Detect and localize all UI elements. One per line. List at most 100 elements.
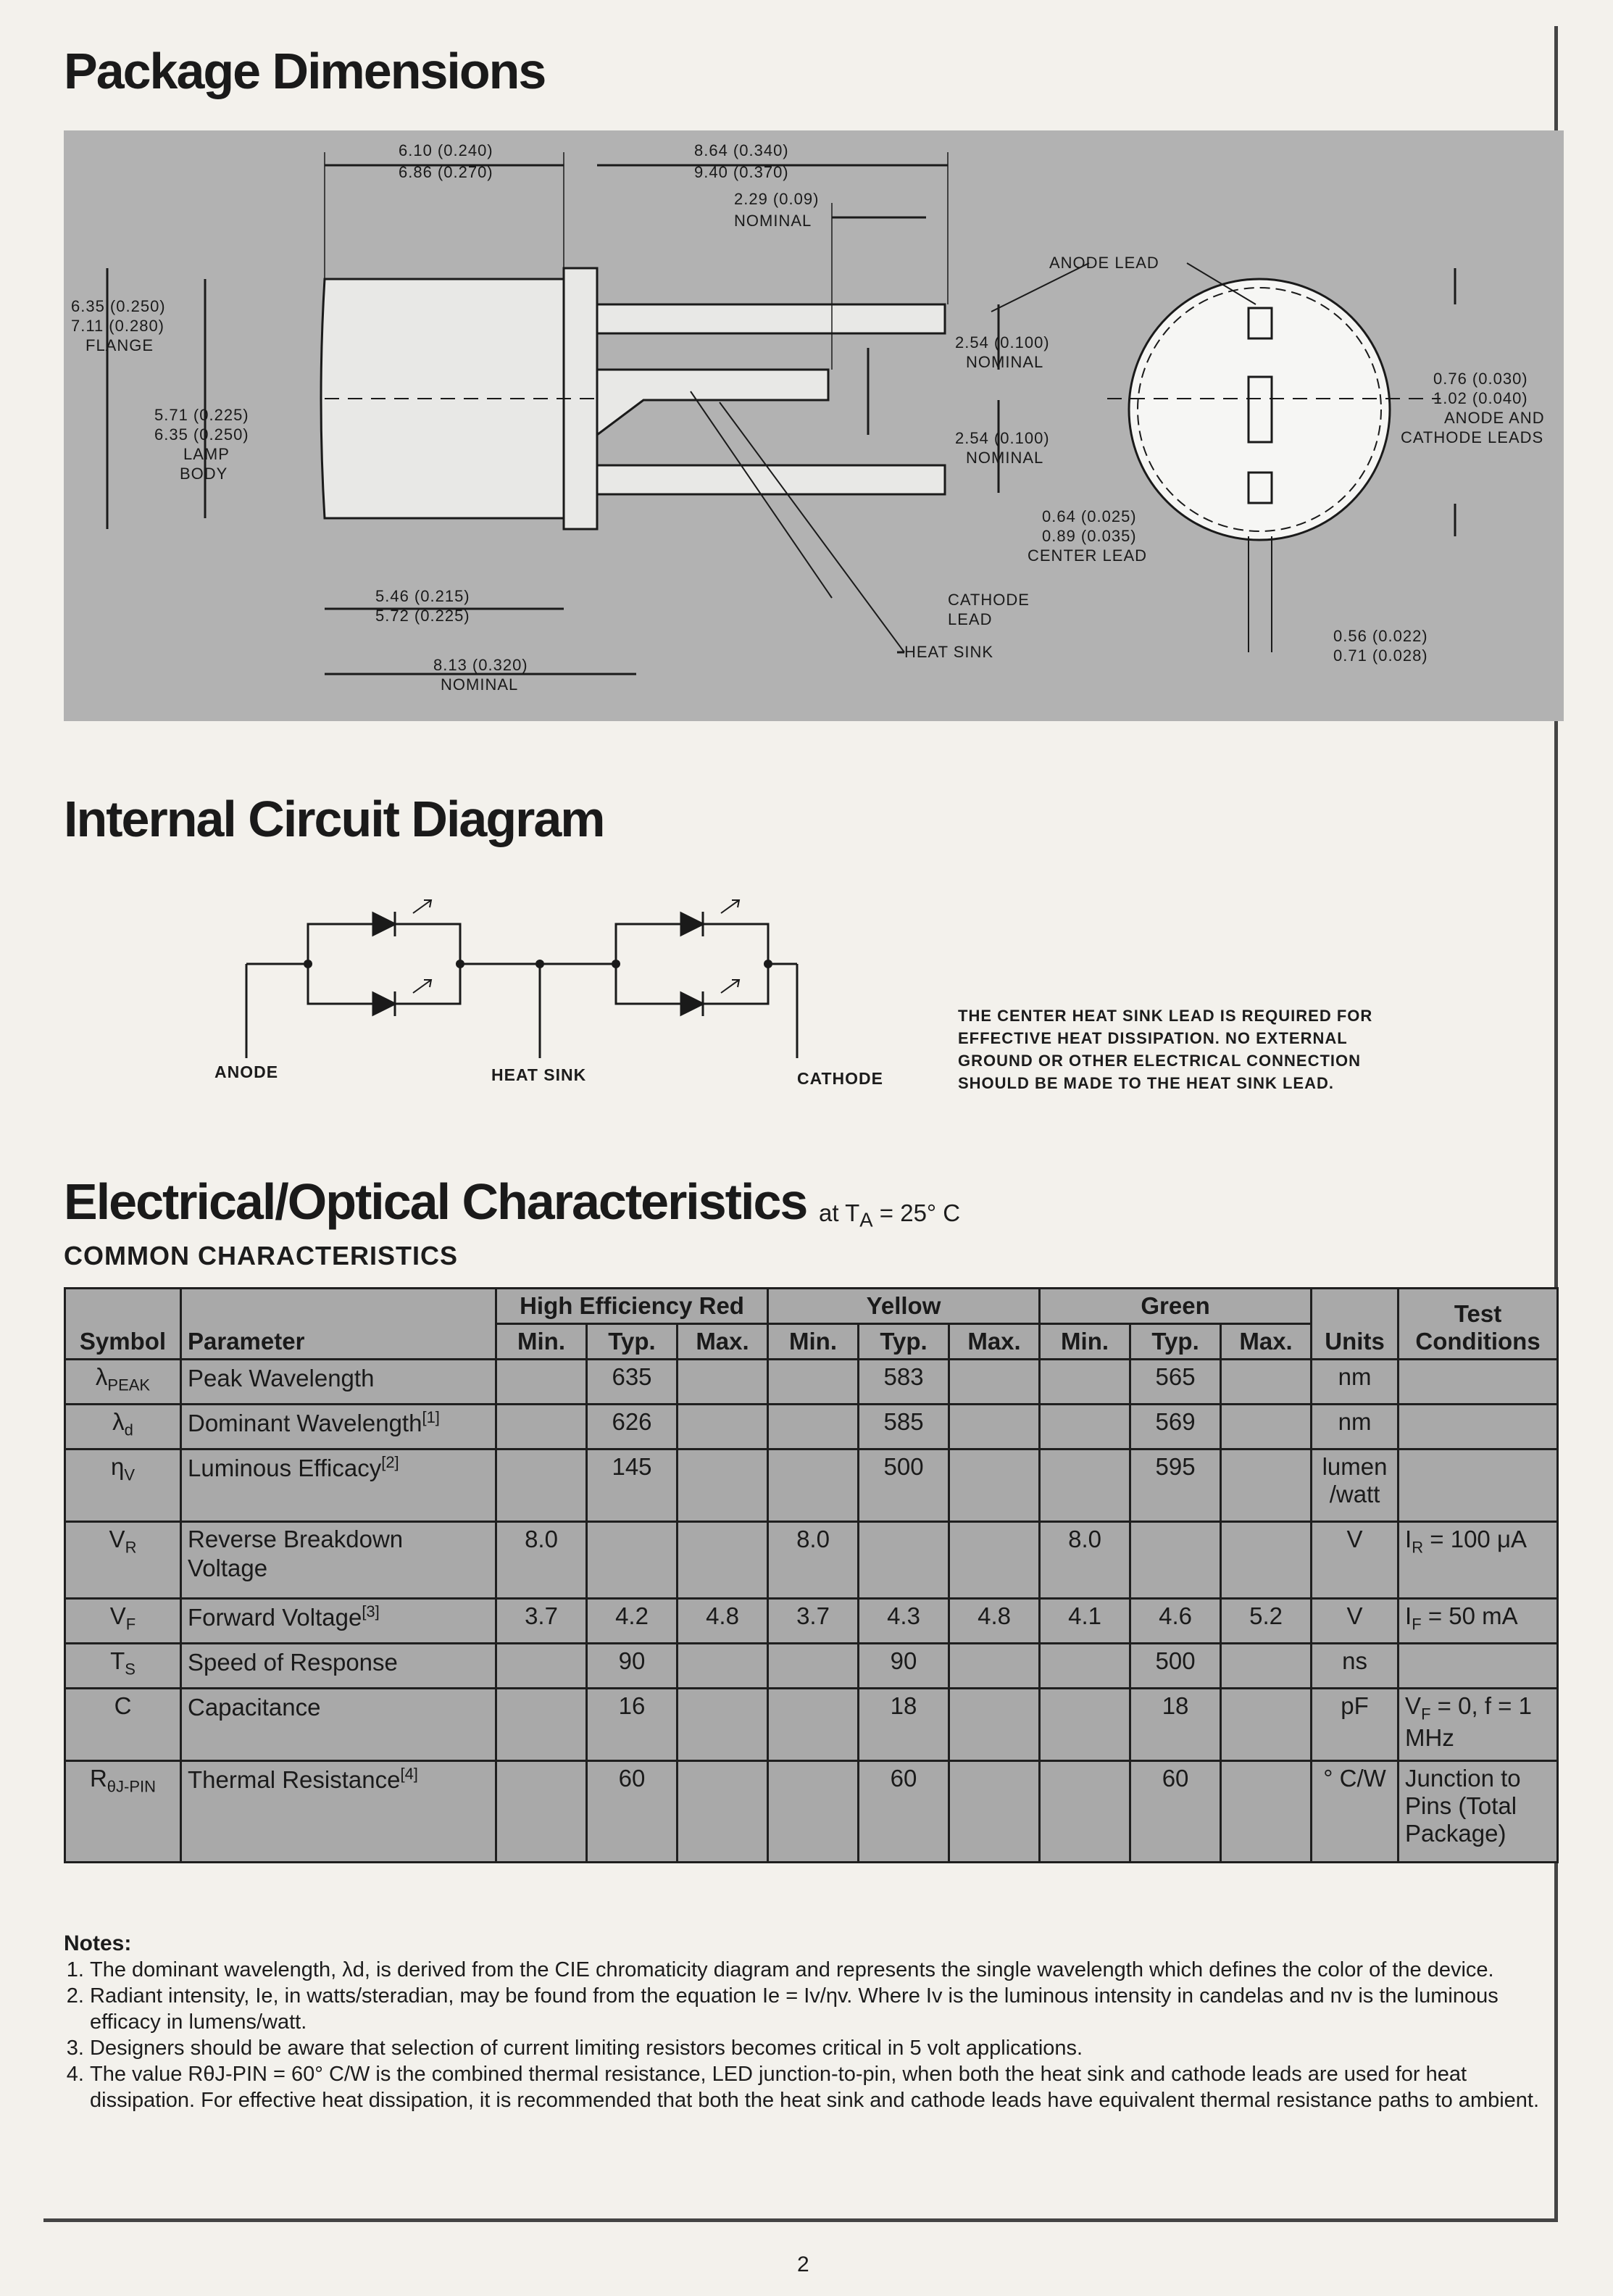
cathode-label: CATHODE <box>797 1069 884 1088</box>
header-min: Min. <box>1038 1323 1132 1360</box>
test-subscript: F <box>1421 1705 1431 1723</box>
dim-label: 5.71 (0.225) <box>154 406 249 424</box>
value-cell: 500 <box>1129 1642 1222 1689</box>
header-max: Max. <box>1220 1323 1313 1360</box>
test-rest: = 50 mA <box>1421 1602 1518 1629</box>
ta-sub: A <box>859 1208 873 1231</box>
dim-label: 2.54 (0.100) <box>955 429 1050 447</box>
symbol-cell: RθJ-PIN <box>64 1760 182 1863</box>
parameter-cell: Peak Wavelength <box>180 1358 497 1405</box>
header-parameter: Parameter <box>180 1287 497 1360</box>
test-text: I <box>1405 1602 1412 1629</box>
value-cell <box>675 1358 770 1405</box>
value-cell: 4.2 <box>585 1597 678 1644</box>
parameter-note-ref: [3] <box>362 1602 380 1621</box>
dim-label: 5.72 (0.225) <box>375 607 470 625</box>
dim-label: 2.54 (0.100) <box>955 333 1050 352</box>
header-units: Units <box>1310 1287 1400 1360</box>
test-condition-cell <box>1397 1358 1559 1405</box>
test-condition-cell: IR = 100 μA <box>1397 1521 1559 1600</box>
value-cell <box>495 1448 588 1523</box>
test-subscript: R <box>1412 1538 1424 1557</box>
value-cell <box>948 1642 1041 1689</box>
header-red: High Efficiency Red <box>494 1287 770 1325</box>
symbol-cell: VF <box>64 1597 182 1644</box>
note-2: Radiant intensity, Ie, in watts/steradia… <box>90 1983 1556 2035</box>
value-cell <box>948 1687 1041 1762</box>
value-cell <box>767 1358 860 1405</box>
header-max: Max. <box>948 1323 1041 1360</box>
test-text: I <box>1405 1526 1412 1552</box>
value-cell <box>675 1521 770 1600</box>
value-cell <box>767 1403 860 1450</box>
package-dimensions-title: Package Dimensions <box>64 43 546 99</box>
note-3: Designers should be aware that selection… <box>90 2035 1556 2061</box>
value-cell <box>1220 1448 1313 1523</box>
note-4: The value RθJ-PIN = 60° C/W is the combi… <box>90 2061 1556 2113</box>
test-condition-cell <box>1397 1642 1559 1689</box>
internal-circuit-diagram <box>181 891 833 1109</box>
value-cell <box>948 1358 1041 1405</box>
parameter-text: Capacitance <box>188 1694 321 1721</box>
parameter-text: Forward Voltage <box>188 1604 362 1631</box>
note-1: The dominant wavelength, λd, is derived … <box>90 1957 1556 1983</box>
value-cell <box>857 1521 951 1600</box>
value-cell: 4.6 <box>1129 1597 1222 1644</box>
notes-section: Notes: The dominant wavelength, λd, is d… <box>64 1931 1556 2113</box>
dim-label: NOMINAL <box>966 353 1043 371</box>
value-cell: 4.1 <box>1038 1597 1132 1644</box>
parameter-text: Peak Wavelength <box>188 1365 375 1392</box>
ta-suffix: = 25° C <box>872 1199 961 1226</box>
value-cell <box>1038 1760 1132 1863</box>
value-cell: 16 <box>585 1687 678 1762</box>
symbol-text: V <box>109 1526 125 1552</box>
parameter-cell: Luminous Efficacy[2] <box>180 1448 497 1523</box>
value-cell: 90 <box>585 1642 678 1689</box>
value-cell: 18 <box>1129 1687 1222 1762</box>
parameter-text: Thermal Resistance <box>188 1766 401 1793</box>
value-cell: 4.8 <box>948 1597 1041 1644</box>
symbol-cell: VR <box>64 1521 182 1600</box>
value-cell: 60 <box>585 1760 678 1863</box>
dim-label: BODY <box>180 465 228 483</box>
dim-label: CATHODE <box>948 591 1030 609</box>
symbol-cell: TS <box>64 1642 182 1689</box>
parameter-note-ref: [2] <box>381 1453 399 1471</box>
parameter-text: Reverse Breakdown Voltage <box>188 1526 404 1581</box>
dim-label: NOMINAL <box>734 212 812 230</box>
value-cell: 500 <box>857 1448 951 1523</box>
value-cell <box>675 1403 770 1450</box>
test-condition-cell: VF = 0, f = 1 MHz <box>1397 1687 1559 1762</box>
symbol-cell: ηV <box>64 1448 182 1523</box>
dim-label: 7.11 (0.280) <box>71 317 164 335</box>
value-cell <box>495 1642 588 1689</box>
symbol-text: R <box>89 1765 107 1792</box>
value-cell <box>1129 1521 1222 1600</box>
heat-sink-label: HEAT SINK <box>491 1065 587 1084</box>
units-cell: pF <box>1310 1687 1400 1762</box>
value-cell <box>675 1448 770 1523</box>
dim-label: 0.89 (0.035) <box>1042 527 1137 545</box>
symbol-subscript: S <box>125 1660 136 1679</box>
value-cell <box>495 1687 588 1762</box>
value-cell <box>675 1760 770 1863</box>
value-cell <box>948 1760 1041 1863</box>
dim-label: LAMP <box>183 445 230 463</box>
header-min: Min. <box>767 1323 860 1360</box>
test-condition-cell: IF = 50 mA <box>1397 1597 1559 1644</box>
dim-label: ANODE LEAD <box>1049 254 1159 272</box>
symbol-subscript: d <box>124 1421 133 1439</box>
value-cell: 60 <box>857 1760 951 1863</box>
header-typ: Typ. <box>1129 1323 1222 1360</box>
symbol-text: C <box>114 1692 132 1719</box>
symbol-subscript: PEAK <box>107 1376 151 1394</box>
header-green: Green <box>1038 1287 1313 1325</box>
symbol-text: η <box>110 1453 125 1480</box>
page-number: 2 <box>797 2253 809 2276</box>
value-cell: 635 <box>585 1358 678 1405</box>
value-cell <box>948 1521 1041 1600</box>
